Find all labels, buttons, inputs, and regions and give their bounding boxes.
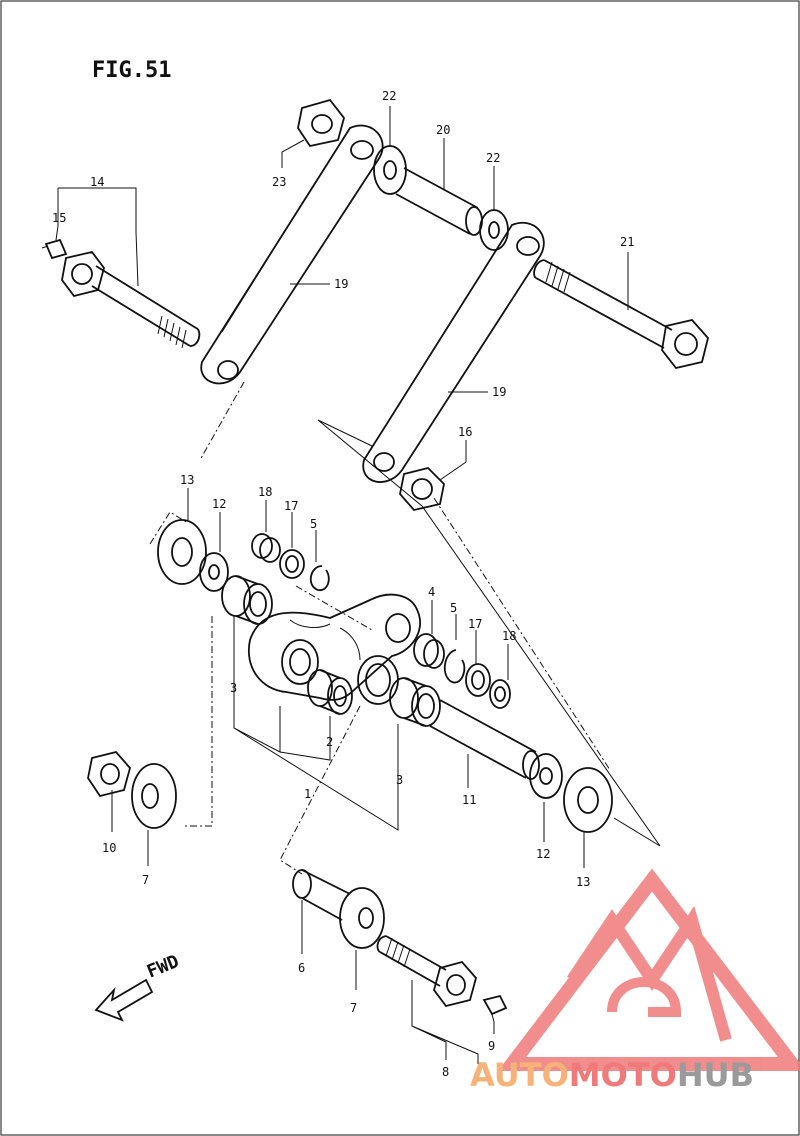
callout-3-right: 3 xyxy=(396,773,403,787)
callout-8: 8 xyxy=(442,1065,449,1079)
callout-22-top: 22 xyxy=(382,89,396,103)
nut-23 xyxy=(297,98,345,148)
seal-17-lower xyxy=(465,663,491,697)
callout-12-right: 12 xyxy=(536,847,550,861)
callout-2: 2 xyxy=(326,735,333,749)
nut-16 xyxy=(399,467,445,511)
washer-7-left xyxy=(131,763,177,829)
bolt-14 xyxy=(61,250,201,349)
bolt-21-thread xyxy=(545,261,571,293)
callout-22-lower: 22 xyxy=(486,151,500,165)
seal-17-upper xyxy=(279,549,305,579)
callout-15: 15 xyxy=(52,211,66,225)
bearing-3-lower xyxy=(357,655,441,727)
washer-13-left xyxy=(157,519,207,585)
callout-9: 9 xyxy=(488,1039,495,1053)
callout-17-upper: 17 xyxy=(284,499,298,513)
washer-22-lower xyxy=(479,209,509,251)
callout-19-top: 19 xyxy=(334,277,348,291)
callout-numbers: 14 15 23 22 20 22 21 19 19 16 13 12 18 1… xyxy=(52,89,634,1079)
callout-20: 20 xyxy=(436,123,450,137)
callout-11: 11 xyxy=(462,793,476,807)
callout-1: 1 xyxy=(304,787,311,801)
callout-13-left: 13 xyxy=(180,473,194,487)
callout-7-lower: 7 xyxy=(350,1001,357,1015)
callout-23: 23 xyxy=(272,175,286,189)
callout-18-lower: 18 xyxy=(502,629,516,643)
watermark-logo xyxy=(497,868,800,1071)
callout-18-upper: 18 xyxy=(258,485,272,499)
collar-18-upper xyxy=(251,533,281,563)
forward-arrow-icon xyxy=(94,978,154,1022)
spacer-20 xyxy=(395,167,483,236)
bearing-4 xyxy=(413,633,445,669)
callout-14: 14 xyxy=(90,175,104,189)
callout-3-left: 3 xyxy=(230,681,237,695)
callout-6: 6 xyxy=(298,961,305,975)
bolt-14-thread xyxy=(157,315,187,349)
watermark-part-moto: MOTO xyxy=(569,1056,677,1094)
callout-19-lower: 19 xyxy=(492,385,506,399)
callout-10: 10 xyxy=(102,841,116,855)
grease-nipple-15 xyxy=(41,238,68,260)
callout-16: 16 xyxy=(458,425,472,439)
figure-title: FIG.51 xyxy=(92,58,171,83)
callout-13-right: 13 xyxy=(576,875,590,889)
collar-18-lower xyxy=(489,679,511,709)
watermark-part-auto: AUTO xyxy=(470,1056,569,1094)
spacer-6 xyxy=(292,869,351,921)
leader-lines xyxy=(55,106,661,1064)
bearing-2 xyxy=(307,669,353,715)
washer-12-right xyxy=(529,753,563,799)
spacer-11 xyxy=(429,699,540,780)
tie-rod-left xyxy=(200,124,384,385)
dash-lines xyxy=(149,381,611,875)
callout-17-lower: 17 xyxy=(468,617,482,631)
watermark-text: AUTOMOTOHUB xyxy=(470,1056,754,1094)
callout-7-left: 7 xyxy=(142,873,149,887)
callout-5-lower: 5 xyxy=(450,601,457,615)
bolt-8-thread xyxy=(385,937,411,968)
circlip-5-upper xyxy=(309,565,330,591)
tie-rod-right xyxy=(362,222,545,483)
callout-12-left: 12 xyxy=(212,497,226,511)
washer-12-left xyxy=(199,552,229,592)
washer-7-lower xyxy=(339,887,385,949)
fwd-label: FWD xyxy=(144,951,182,983)
bearing-3-upper xyxy=(221,575,273,625)
cushion-lever-body xyxy=(248,593,421,701)
circlip-5-lower xyxy=(443,649,466,684)
bolt-21 xyxy=(533,259,709,370)
grease-nipple-9 xyxy=(482,994,508,1023)
callout-21: 21 xyxy=(620,235,634,249)
washer-13-right xyxy=(563,767,613,833)
nut-10 xyxy=(87,750,131,798)
bolt-8 xyxy=(376,935,477,1008)
watermark-part-hub: HUB xyxy=(677,1056,754,1094)
callout-4: 4 xyxy=(428,585,435,599)
washer-22-top xyxy=(373,145,407,195)
callout-5-upper: 5 xyxy=(310,517,317,531)
